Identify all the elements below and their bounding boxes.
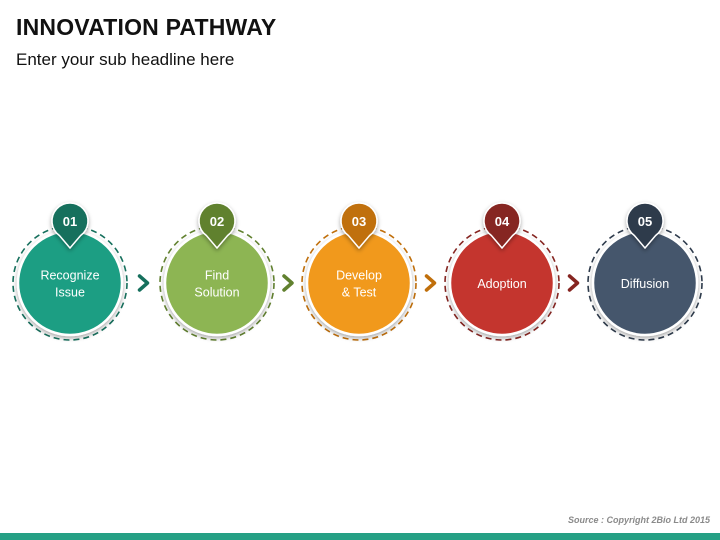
chevron-arrow-icon	[282, 274, 294, 292]
step-2-dashed-ring	[159, 225, 275, 341]
step-3-label-line-1: Develop	[336, 269, 382, 283]
step-1-dashed-ring	[12, 225, 128, 341]
step-1-label-line-1: Recognize	[40, 269, 99, 283]
step-5-label-line-1: Diffusion	[621, 277, 669, 291]
step-5-number: 05	[638, 214, 652, 229]
chevron-arrow-icon	[137, 274, 150, 292]
step-2-pin-badge	[198, 202, 236, 250]
step-4-dashed-ring	[444, 225, 560, 341]
step-2-label-line-2: Solution	[194, 286, 239, 300]
step-3-dashed-ring	[301, 225, 417, 341]
step-1-number: 01	[63, 214, 77, 229]
chevron-arrow-icon	[567, 274, 580, 292]
step-4-label-line-1: Adoption	[477, 277, 526, 291]
step-5-dashed-ring	[587, 225, 703, 341]
step-4-number: 04	[495, 214, 510, 229]
chevron-arrow-icon	[424, 274, 437, 292]
page-title: INNOVATION PATHWAY	[16, 14, 277, 40]
step-1-pin-badge	[51, 202, 89, 250]
source-credit: Source : Copyright 2Bio Ltd 2015	[567, 515, 710, 525]
step-4-pin-badge	[483, 202, 521, 250]
page-subtitle: Enter your sub headline here	[16, 50, 235, 69]
step-1-label-line-2: Issue	[55, 286, 85, 300]
bottom-accent-bar	[0, 533, 720, 540]
step-2-number: 02	[210, 214, 224, 229]
step-3-pin-badge	[340, 202, 378, 250]
step-3-number: 03	[352, 214, 366, 229]
step-2-label-line-1: Find	[205, 269, 229, 283]
step-3-label-line-2: & Test	[342, 286, 377, 300]
step-5-pin-badge	[626, 202, 664, 250]
